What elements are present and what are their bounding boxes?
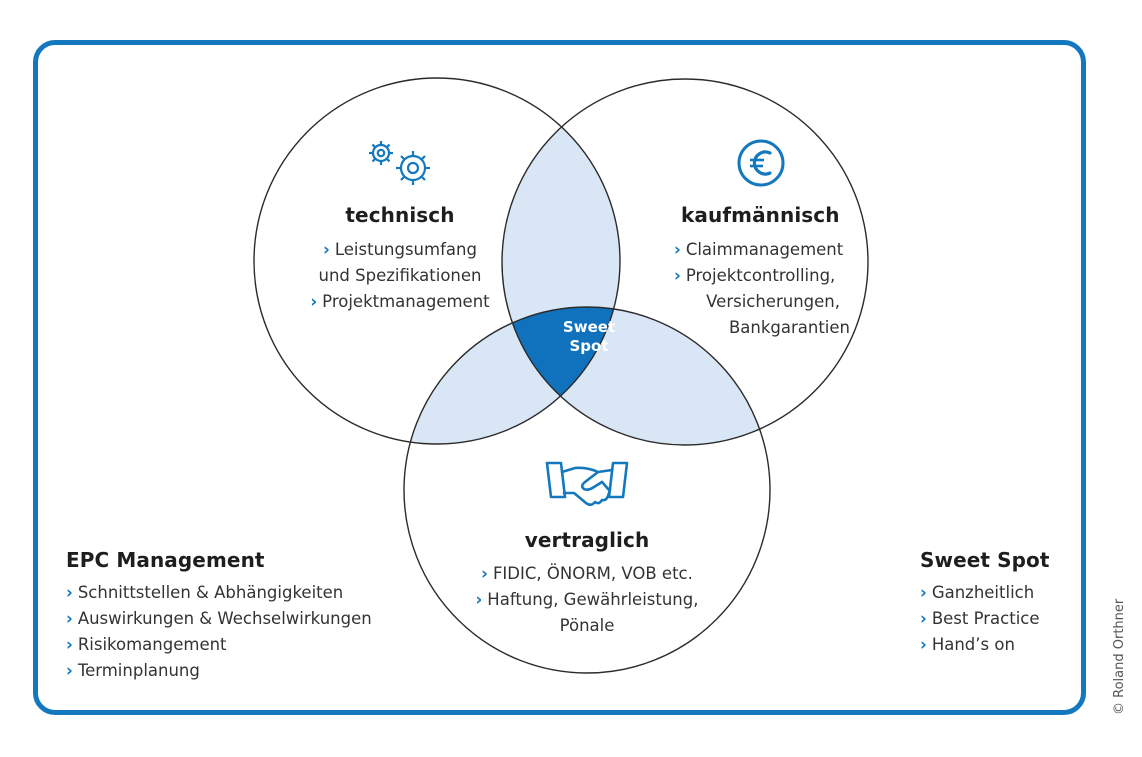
- handshake-icon: [545, 461, 629, 507]
- overlap-technisch-vertraglich: [404, 307, 620, 444]
- epc-panel-item: ›Risikomangement: [66, 635, 227, 654]
- technisch-item: ›Projektmanagement: [310, 292, 490, 311]
- copyright-notice: © Roland Orthner: [1112, 598, 1127, 715]
- bullet-chevron-icon: ›: [674, 240, 681, 259]
- bullet-chevron-icon: ›: [475, 590, 483, 609]
- technisch-title: technisch: [345, 203, 455, 227]
- circle-technisch: [253, 77, 621, 445]
- kaufmaennisch-item: Versicherungen,: [706, 292, 840, 311]
- bullet-chevron-icon: ›: [310, 292, 318, 311]
- epc-panel-item: ›Terminplanung: [66, 661, 200, 680]
- kaufmaennisch-item: Bankgarantien: [728, 318, 850, 337]
- gears-icon: [369, 141, 430, 185]
- bullet-chevron-icon: ›: [920, 609, 927, 628]
- bullet-chevron-icon: ›: [66, 635, 73, 654]
- bullet-chevron-icon: ›: [920, 635, 927, 654]
- sweetspot-panel-item: ›Ganzheitlich: [920, 583, 1035, 602]
- vertraglich-item: ›FIDIC, ÖNORM, VOB etc.: [481, 564, 693, 583]
- epc-panel-item: ›Auswirkungen & Wechselwirkungen: [66, 609, 372, 628]
- bullet-chevron-icon: ›: [66, 609, 73, 628]
- technisch-item: und Spezifikationen: [318, 266, 482, 285]
- sweetspot-panel-item: ›Best Practice: [920, 609, 1040, 628]
- circle-kaufmaennisch: [501, 78, 869, 446]
- sweetspot-panel-title: Sweet Spot: [920, 548, 1050, 572]
- bullet-chevron-icon: ›: [323, 240, 330, 259]
- kaufmaennisch-title: kaufmännisch: [681, 203, 840, 227]
- bullet-chevron-icon: ›: [674, 266, 681, 285]
- vertraglich-title: vertraglich: [524, 528, 650, 552]
- bullet-chevron-icon: ›: [920, 583, 927, 602]
- vertraglich-item: Pönale: [559, 616, 615, 635]
- sweet-spot-label: Sweet Spot: [562, 318, 616, 355]
- circle-vertraglich: [403, 306, 771, 674]
- sweetspot-panel-item: ›Hand’s on: [920, 635, 1015, 654]
- epc-panel-title: EPC Management: [66, 548, 265, 572]
- vertraglich-item: ›Haftung, Gewährleistung,: [475, 590, 699, 609]
- bullet-chevron-icon: ›: [481, 564, 488, 583]
- kaufmaennisch-item: ›Projektcontrolling,: [674, 266, 836, 285]
- epc-panel-item: ›Schnittstellen & Abhängigkeiten: [66, 583, 344, 602]
- overlap-kaufmaennisch-vertraglich: [502, 307, 770, 445]
- bullet-chevron-icon: ›: [66, 583, 73, 602]
- bullet-chevron-icon: ›: [66, 661, 73, 680]
- euro-icon: [737, 139, 785, 187]
- technisch-item: ›Leistungsumfang: [323, 240, 477, 259]
- kaufmaennisch-item: ›Claimmanagement: [674, 240, 844, 259]
